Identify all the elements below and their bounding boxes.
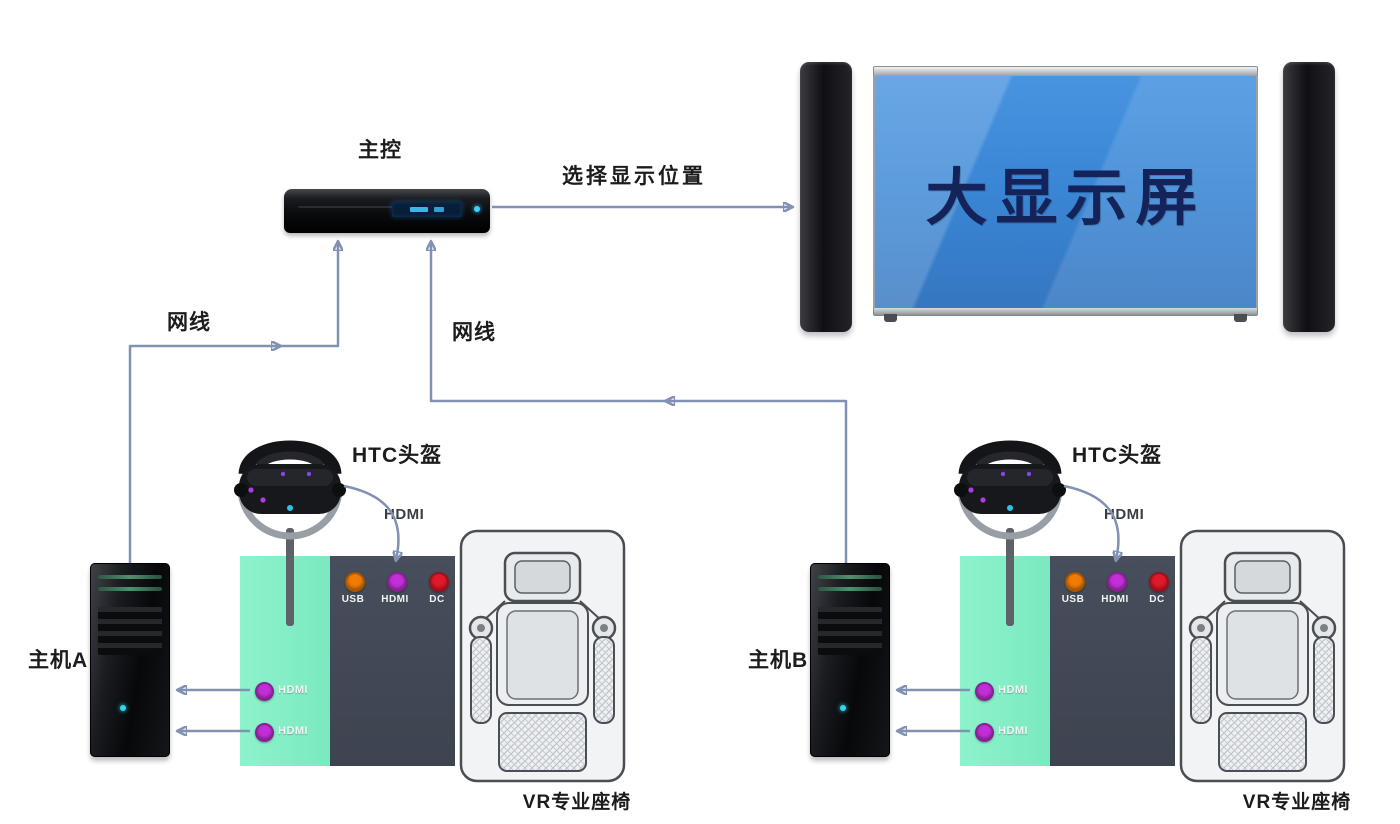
- hdmi-port-icon: [387, 572, 407, 592]
- hdmi-port-label: HDMI: [278, 725, 309, 737]
- usb-port-label: USB: [341, 594, 365, 605]
- screen-foot: [884, 314, 897, 322]
- dc-port-label: DC: [1149, 594, 1165, 605]
- usb-port-label: USB: [1061, 594, 1085, 605]
- dc-port-icon: [1149, 572, 1169, 592]
- hdmi-port-icon: [1107, 572, 1127, 592]
- vr-station-a: 主机A HDMI HDMI USB HDMI DC HTC头盔 HDMI VR专…: [0, 0, 690, 824]
- drive-slot: [818, 575, 882, 579]
- hdmi-port-label: HDMI: [381, 594, 409, 605]
- seat-label: VR专业座椅: [522, 792, 632, 813]
- drive-bays: [98, 607, 162, 655]
- connector-panel: USB HDMI DC: [1050, 556, 1175, 766]
- dc-port-label: DC: [429, 594, 445, 605]
- hdmi-port-label: HDMI: [998, 684, 1029, 696]
- power-led: [474, 206, 480, 212]
- dc-port-icon: [429, 572, 449, 592]
- big-screen-label: 大显示屏: [925, 164, 1206, 233]
- screen-bottom-frame: [873, 308, 1258, 322]
- disc-slot: [298, 206, 403, 208]
- big-screen: 大显示屏: [873, 66, 1258, 322]
- connector-panel: USB HDMI DC: [330, 556, 455, 766]
- hdmi-cable-label: HDMI: [384, 506, 425, 523]
- screen-foot: [1234, 314, 1247, 322]
- host-label: 主机B: [748, 649, 809, 672]
- headset-label: HTC头盔: [352, 444, 443, 467]
- power-led: [120, 705, 126, 711]
- vr-seat-graphic: [1175, 523, 1350, 788]
- hdmi-port-icon: [975, 723, 994, 742]
- hdmi-port-label: HDMI: [278, 684, 309, 696]
- screen-top-frame: [873, 66, 1258, 76]
- speaker-left: [800, 62, 852, 332]
- headset-label: HTC头盔: [1072, 444, 1163, 467]
- hdmi-breakout-panel: HDMI HDMI: [240, 556, 330, 766]
- drive-slot: [818, 587, 882, 591]
- hdmi-cable-label: HDMI: [1104, 506, 1145, 523]
- controller-label: 主控: [358, 139, 402, 162]
- host-tower: [90, 563, 170, 757]
- htc-headset-graphic: [945, 428, 1075, 628]
- hdmi-port-label: HDMI: [1101, 594, 1129, 605]
- controller-lcd: [392, 202, 462, 217]
- hdmi-port-icon: [975, 682, 994, 701]
- display-assembly: 大显示屏: [800, 62, 1335, 338]
- hdmi-port-icon: [255, 723, 274, 742]
- power-led: [840, 705, 846, 711]
- vr-station-b: 主机B HDMI HDMI USB HDMI DC HTC头盔 HDMI VR专…: [720, 0, 1400, 824]
- lcd-segment: [434, 207, 444, 212]
- seat-label: VR专业座椅: [1242, 792, 1352, 813]
- lan-label-a: 网线: [167, 311, 211, 334]
- usb-port-icon: [345, 572, 365, 592]
- usb-port-icon: [1065, 572, 1085, 592]
- drive-slot: [98, 575, 162, 579]
- drive-slot: [98, 587, 162, 591]
- select-position-label: 选择显示位置: [562, 165, 706, 188]
- htc-headset-graphic: [225, 428, 355, 628]
- speaker-right: [1283, 62, 1335, 332]
- controller-device: [284, 189, 490, 233]
- lcd-segment: [410, 207, 428, 212]
- host-tower: [810, 563, 890, 757]
- vr-seat-graphic: [455, 523, 630, 788]
- hdmi-breakout-panel: HDMI HDMI: [960, 556, 1050, 766]
- drive-bays: [818, 607, 882, 655]
- host-label: 主机A: [28, 649, 89, 672]
- screen-panel: 大显示屏: [873, 76, 1258, 308]
- hdmi-port-icon: [255, 682, 274, 701]
- hdmi-port-label: HDMI: [998, 725, 1029, 737]
